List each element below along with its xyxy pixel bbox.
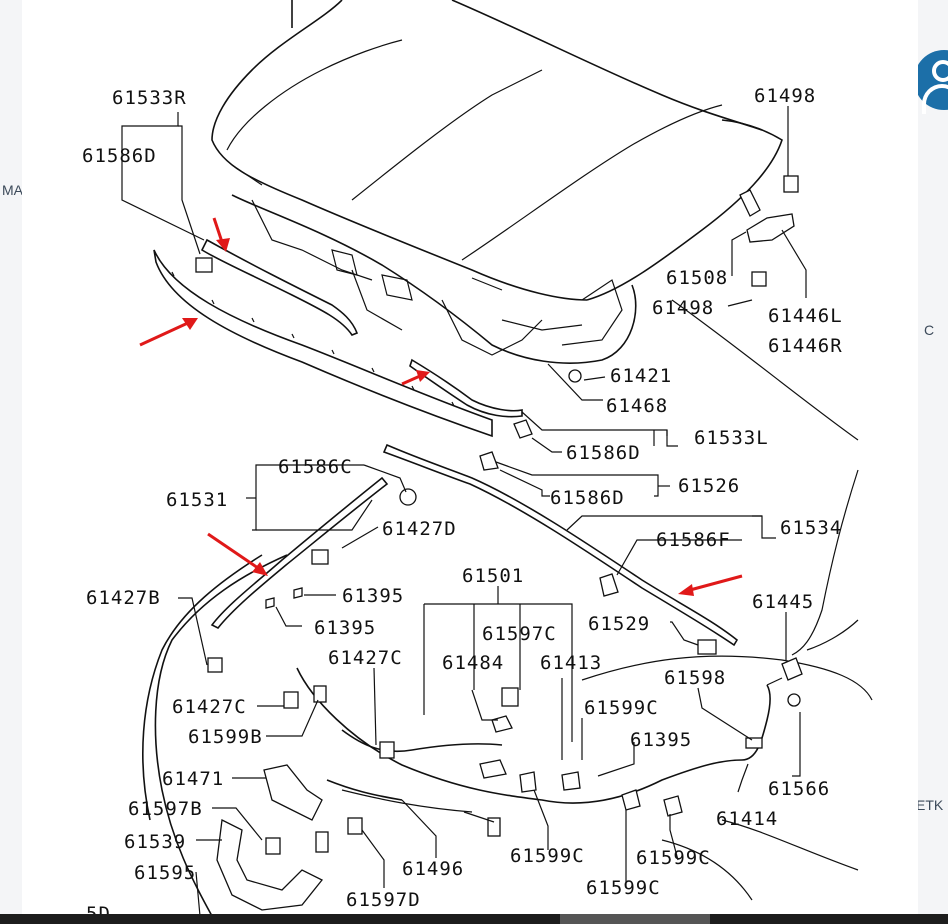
label-61597D: 61597D — [346, 889, 421, 911]
clips-and-bumpers — [195, 257, 803, 855]
label-61539: 61539 — [124, 831, 186, 853]
strip-61531 — [210, 476, 389, 630]
label-61599C: 61599C — [586, 877, 661, 899]
label-61598: 61598 — [664, 667, 726, 689]
leader-lines — [121, 106, 807, 916]
left-side-text: MA — [2, 182, 23, 198]
label-61468: 61468 — [606, 395, 668, 417]
label-61595: 61595 — [134, 862, 196, 884]
label-61421: 61421 — [610, 365, 672, 387]
parts-diagram-panel: 61533R 61586D 61498 61508 61498 61446L 6… — [22, 0, 918, 916]
label-61599C: 61599C — [510, 845, 585, 867]
red-arrows — [139, 217, 743, 596]
label-61599C: 61599C — [636, 847, 711, 869]
label-61566: 61566 — [768, 778, 830, 800]
label-61586D: 61586D — [566, 442, 641, 464]
part-labels: 61533R 61586D 61498 61508 61498 61446L 6… — [82, 85, 843, 916]
label-61599C: 61599C — [584, 697, 659, 719]
seal-61533L — [409, 358, 523, 418]
label-61413: 61413 — [540, 652, 602, 674]
right-edge-strip — [916, 0, 948, 924]
label-61531: 61531 — [166, 489, 228, 511]
label-61586D: 61586D — [550, 487, 625, 509]
label-61586F: 61586F — [656, 529, 731, 551]
label-61508: 61508 — [666, 267, 728, 289]
weatherstrip-front — [153, 249, 493, 438]
label-5D: 5D — [86, 903, 111, 916]
label-61427C: 61427C — [328, 647, 403, 669]
label-61446L: 61446L — [768, 305, 843, 327]
label-61526: 61526 — [678, 475, 740, 497]
bottom-bar — [0, 914, 948, 924]
label-61484: 61484 — [442, 652, 504, 674]
label-61586C: 61586C — [278, 456, 353, 478]
label-61427C: 61427C — [172, 696, 247, 718]
label-61597B: 61597B — [128, 798, 203, 820]
label-61533R: 61533R — [112, 87, 187, 109]
label-61599B: 61599B — [188, 726, 263, 748]
label-61586D: 61586D — [82, 145, 157, 167]
hinge-61446 — [739, 175, 799, 287]
hood-seal-rear — [200, 238, 359, 336]
hood-parts-diagram: 61533R 61586D 61498 61508 61498 61446L 6… — [82, 0, 873, 916]
label-61446R: 61446R — [768, 335, 843, 357]
hood-panel — [211, 0, 783, 364]
label-61395: 61395 — [314, 617, 376, 639]
label-61534: 61534 — [780, 517, 842, 539]
label-61529: 61529 — [588, 613, 650, 635]
label-61496: 61496 — [402, 858, 464, 880]
label-61498: 61498 — [754, 85, 816, 107]
label-61427D: 61427D — [382, 518, 457, 540]
label-61533L: 61533L — [694, 427, 769, 449]
release-cable — [296, 667, 783, 813]
hinge-61471 — [216, 764, 324, 911]
label-61395: 61395 — [630, 729, 692, 751]
right-side-text-etk: ETK — [916, 797, 944, 813]
support-rod-61534 — [382, 443, 739, 647]
label-61414: 61414 — [716, 808, 778, 830]
label-61445: 61445 — [752, 591, 814, 613]
label-61597C: 61597C — [482, 623, 557, 645]
left-edge-strip — [0, 0, 24, 924]
label-61498: 61498 — [652, 297, 714, 319]
label-61471: 61471 — [162, 768, 224, 790]
label-61395: 61395 — [342, 585, 404, 607]
label-61427B: 61427B — [86, 587, 161, 609]
label-61501: 61501 — [462, 565, 524, 587]
right-side-text-c: C — [924, 322, 935, 338]
bottom-bar-tab[interactable] — [560, 914, 710, 924]
outer-hood-contour — [142, 299, 873, 916]
